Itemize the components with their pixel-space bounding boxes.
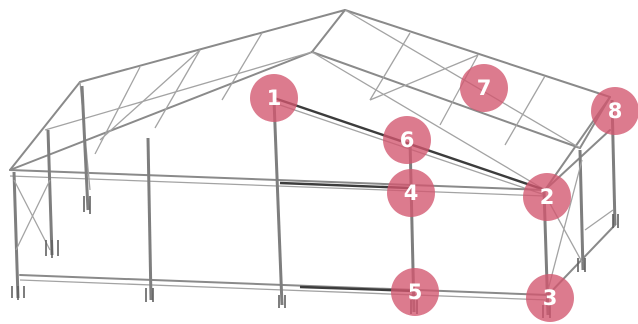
marker-1: 1	[250, 74, 298, 122]
marker-7-label: 7	[477, 76, 492, 100]
marker-3: 3	[526, 274, 574, 322]
marker-1-label: 1	[267, 86, 282, 110]
marker-7: 7	[460, 64, 508, 112]
marker-4: 4	[387, 169, 435, 217]
roof-frame	[9, 9, 611, 196]
marker-2-label: 2	[540, 185, 555, 209]
marker-8: 8	[591, 87, 638, 135]
marker-2: 2	[523, 173, 571, 221]
wall-bracing	[13, 159, 614, 291]
marker-6-label: 6	[400, 128, 415, 152]
marker-5: 5	[391, 268, 439, 316]
marker-8-label: 8	[608, 99, 623, 123]
marker-4-label: 4	[404, 181, 419, 205]
marker-6: 6	[383, 116, 431, 164]
marker-5-label: 5	[408, 280, 423, 304]
marker-3-label: 3	[543, 286, 558, 310]
